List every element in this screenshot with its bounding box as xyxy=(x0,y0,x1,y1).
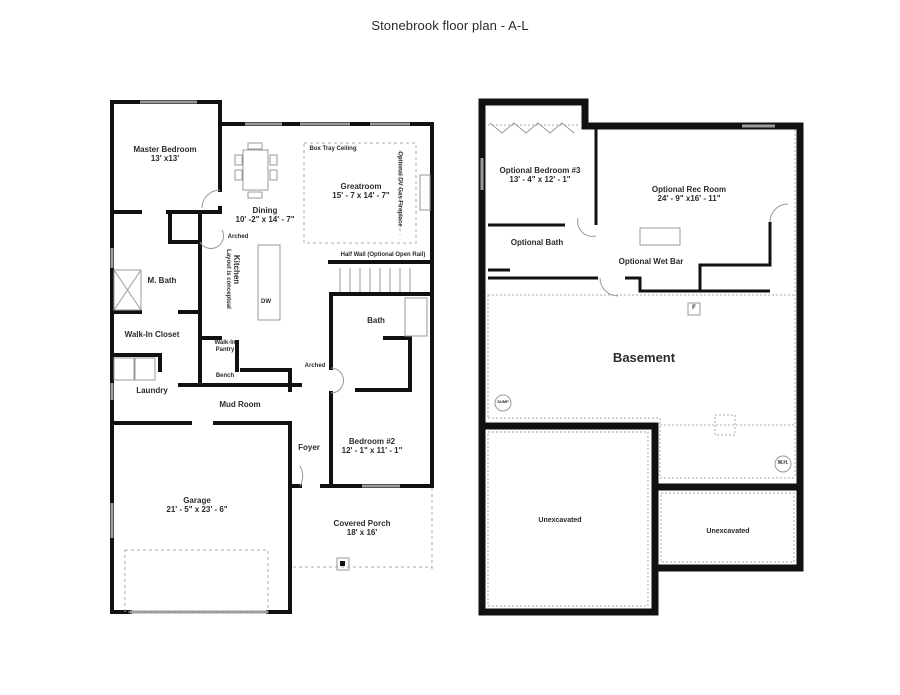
room-name: Garage xyxy=(183,496,211,505)
room-kitchen: Kitchen xyxy=(232,254,242,285)
room-dims: 13' x13' xyxy=(150,154,180,164)
room-walk-in-pantry: Walk-In Pantry xyxy=(214,340,235,354)
basement-windows xyxy=(480,124,775,190)
room-basement: Basement xyxy=(612,350,676,365)
room-foyer: Foyer xyxy=(298,443,320,452)
room-walk-in-closet: Walk-In Closet xyxy=(124,330,180,339)
room-master-bedroom: Master Bedroom 13' x13' xyxy=(133,145,196,163)
room-optional-rec-room: Optional Rec Room 24' - 9" x16' - 11" xyxy=(652,185,726,203)
pantry-line-2: Pantry xyxy=(215,346,235,353)
room-unexcavated-1: Unexcavated xyxy=(538,517,582,524)
room-unexcavated-2: Unexcavated xyxy=(706,528,750,535)
room-dims: 18' x 16' xyxy=(346,528,378,538)
room-name: Dining xyxy=(252,206,278,215)
dishwasher-label: DW xyxy=(261,299,271,305)
room-dining: Dining 10' -2" x 14' - 7" xyxy=(236,206,295,224)
room-name: Optional Rec Room xyxy=(651,185,727,194)
furnace-label: F xyxy=(692,305,696,311)
room-laundry: Laundry xyxy=(136,386,168,395)
room-greatroom: Greatroom 15' - 7 x 14' - 7" xyxy=(332,182,389,200)
room-name: Covered Porch xyxy=(333,519,391,528)
pantry-line-1: Walk-In xyxy=(214,340,236,346)
room-mud-room: Mud Room xyxy=(219,400,261,409)
room-garage: Garage 21' - 5" x 23' - 6" xyxy=(166,496,227,514)
basement-inner-walls xyxy=(488,128,772,293)
main-floor-fixtures xyxy=(113,142,431,571)
room-dims: 15' - 7 x 14' - 7" xyxy=(332,191,390,201)
page-title: Stonebrook floor plan - A-L xyxy=(371,18,529,33)
room-dims: 10' -2" x 14' - 7" xyxy=(235,215,295,225)
sump-label: SUMP xyxy=(497,399,509,404)
room-bath: Bath xyxy=(367,316,385,325)
box-tray-ceiling-note: Box Tray Ceiling xyxy=(309,146,357,152)
room-optional-bath: Optional Bath xyxy=(510,238,564,247)
room-name: Master Bedroom xyxy=(133,145,197,154)
room-m-bath: M. Bath xyxy=(147,276,177,285)
arched-note-2: Arched xyxy=(304,363,326,369)
fireplace-note: Optional DV Gas Fireplace xyxy=(396,151,403,227)
room-dims: 13' - 4" x 12' - 1" xyxy=(509,175,571,185)
basement-dashed xyxy=(487,124,796,607)
room-name: Bedroom #2 xyxy=(348,437,396,446)
main-floor-walls xyxy=(110,100,434,614)
arched-note-1: Arched xyxy=(227,234,249,240)
room-name: Optional Bedroom #3 xyxy=(499,166,581,175)
room-dims: 24' - 9" x16' - 11" xyxy=(657,194,721,204)
water-heater-label: W.H. xyxy=(777,460,789,466)
room-optional-wet-bar: Optional Wet Bar xyxy=(618,257,684,266)
room-bedroom-2: Bedroom #2 12' - 1" x 11' - 1" xyxy=(342,437,403,455)
room-dims: 12' - 1" x 11' - 1" xyxy=(341,446,403,456)
half-wall-note: Half Wall (Optional Open Rail) xyxy=(340,252,426,258)
main-floor-dashed xyxy=(124,142,433,613)
room-optional-bedroom-3: Optional Bedroom #3 13' - 4" x 12' - 1" xyxy=(500,166,581,184)
bench-label: Bench xyxy=(215,373,235,379)
basement-walls xyxy=(478,98,804,616)
basement-fixtures xyxy=(489,122,792,473)
room-covered-porch: Covered Porch 18' x 16' xyxy=(334,519,391,537)
kitchen-note: Layout is conceptual xyxy=(224,249,231,309)
room-dims: 21' - 5" x 23' - 6" xyxy=(166,505,228,515)
room-name: Greatroom xyxy=(340,182,382,191)
